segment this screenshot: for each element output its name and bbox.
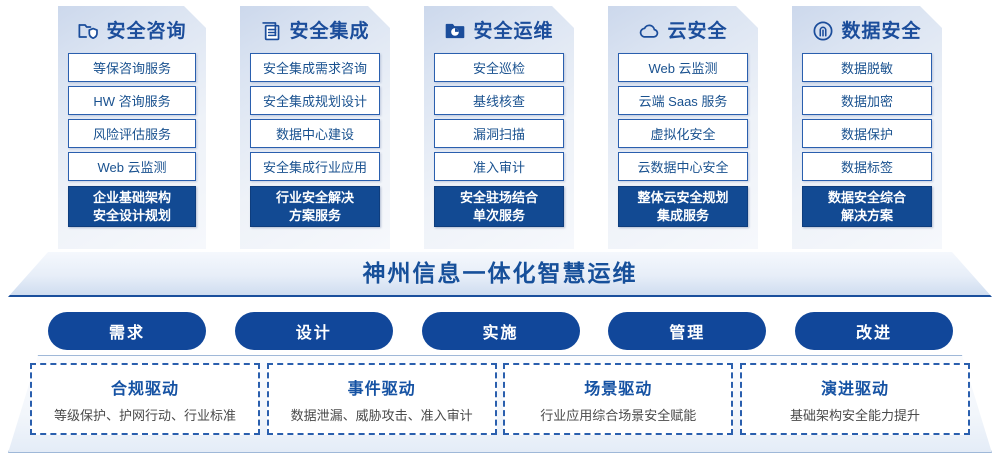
- column-header: 安全运维: [434, 6, 564, 50]
- column-item-list: 安全巡检基线核查漏洞扫描准入审计安全驻场结合单次服务: [434, 53, 564, 227]
- platform-banner-label: 神州信息一体化智慧运维: [362, 260, 638, 286]
- driver-card[interactable]: 合规驱动等级保护、护网行动、行业标准: [30, 363, 260, 435]
- capability-column: 安全集成安全集成需求咨询安全集成规划设计数据中心建设安全集成行业应用行业安全解决…: [240, 6, 390, 249]
- capability-column: 云安全 Web 云监测云端 Saas 服务虚拟化安全云数据中心安全整体云安全规划集…: [608, 6, 758, 249]
- service-item[interactable]: 漏洞扫描: [434, 119, 564, 148]
- service-item[interactable]: 数据加密: [802, 86, 932, 115]
- stacked-documents-icon: [260, 20, 282, 42]
- column-title: 云安全: [667, 20, 728, 42]
- driver-subtitle: 行业应用综合场景安全赋能: [540, 407, 697, 423]
- driver-card[interactable]: 事件驱动数据泄漏、威胁攻击、准入审计: [266, 363, 497, 435]
- column-summary-line: 单次服务: [472, 207, 525, 223]
- driver-subtitle: 等级保护、护网行动、行业标准: [53, 407, 236, 423]
- driver-title: 事件驱动: [347, 380, 416, 398]
- column-title: 安全集成: [289, 20, 370, 42]
- lifecycle-pill[interactable]: 需求: [48, 312, 206, 350]
- service-item[interactable]: HW 咨询服务: [68, 86, 196, 115]
- folder-shield-icon: [77, 20, 99, 42]
- driver-title: 合规驱动: [110, 380, 179, 398]
- driver-subtitle: 数据泄漏、威胁攻击、准入审计: [290, 407, 473, 423]
- column-summary-line: 安全设计规划: [92, 207, 171, 223]
- service-item[interactable]: 虚拟化安全: [618, 119, 748, 148]
- column-item-list: Web 云监测云端 Saas 服务虚拟化安全云数据中心安全整体云安全规划集成服务: [618, 53, 748, 227]
- service-item[interactable]: 风险评估服务: [68, 119, 196, 148]
- capability-column: 安全运维安全巡检基线核查漏洞扫描准入审计安全驻场结合单次服务: [424, 6, 574, 249]
- service-item[interactable]: 安全集成需求咨询: [250, 53, 380, 82]
- column-header: 云安全: [618, 6, 748, 50]
- service-item[interactable]: Web 云监测: [68, 152, 196, 181]
- service-item[interactable]: 数据保护: [802, 119, 932, 148]
- service-item[interactable]: 云端 Saas 服务: [618, 86, 748, 115]
- service-item[interactable]: 安全巡检: [434, 53, 564, 82]
- column-summary-line: 集成服务: [656, 207, 709, 223]
- column-summary-box[interactable]: 数据安全综合解决方案: [802, 186, 932, 227]
- lifecycle-pill[interactable]: 设计: [234, 312, 393, 350]
- cloud-icon: [638, 20, 660, 42]
- column-summary-box[interactable]: 安全驻场结合单次服务: [434, 186, 564, 227]
- service-item[interactable]: 安全集成行业应用: [250, 152, 380, 181]
- service-item[interactable]: 数据标签: [802, 152, 932, 181]
- driver-title: 演进驱动: [820, 380, 889, 398]
- driver-card[interactable]: 演进驱动基础架构安全能力提升: [739, 363, 970, 435]
- driver-card[interactable]: 场景驱动行业应用综合场景安全赋能: [503, 363, 734, 435]
- column-summary-line: 数据安全综合: [827, 189, 906, 205]
- column-summary-line: 方案服务: [288, 207, 341, 223]
- column-item-list: 数据脱敏数据加密数据保护数据标签数据安全综合解决方案: [802, 53, 932, 227]
- column-header: 数据安全: [802, 6, 932, 50]
- service-item[interactable]: 等保咨询服务: [68, 53, 196, 82]
- service-item[interactable]: 基线核查: [434, 86, 564, 115]
- column-summary-line: 行业安全解决: [275, 189, 354, 205]
- column-summary-line: 安全驻场结合: [459, 189, 538, 205]
- column-summary-line: 解决方案: [840, 207, 893, 223]
- column-summary-line: 企业基础架构: [92, 189, 171, 205]
- service-item[interactable]: Web 云监测: [618, 53, 748, 82]
- lifecycle-pill[interactable]: 改进: [795, 312, 953, 350]
- service-item[interactable]: 安全集成规划设计: [250, 86, 380, 115]
- column-summary-box[interactable]: 行业安全解决方案服务: [250, 186, 380, 227]
- capability-column: 安全咨询等保咨询服务 HW 咨询服务风险评估服务 Web 云监测企业基础架构安全设计…: [58, 6, 206, 249]
- column-item-list: 等保咨询服务 HW 咨询服务风险评估服务 Web 云监测企业基础架构安全设计规划: [68, 53, 196, 227]
- driver-subtitle: 基础架构安全能力提升: [789, 407, 920, 423]
- capability-columns: 安全咨询等保咨询服务 HW 咨询服务风险评估服务 Web 云监测企业基础架构安全设计…: [0, 0, 1000, 252]
- column-summary-box[interactable]: 整体云安全规划集成服务: [618, 186, 748, 227]
- column-title: 数据安全: [841, 20, 922, 42]
- column-title: 安全运维: [473, 20, 554, 42]
- lifecycle-pill[interactable]: 实施: [421, 312, 580, 350]
- service-item[interactable]: 数据中心建设: [250, 119, 380, 148]
- drivers-row: 合规驱动等级保护、护网行动、行业标准事件驱动数据泄漏、威胁攻击、准入审计场景驱动…: [8, 357, 992, 451]
- driver-title: 场景驱动: [584, 380, 653, 398]
- column-header: 安全集成: [250, 6, 380, 50]
- lifecycle-pill[interactable]: 管理: [608, 312, 767, 350]
- column-summary-box[interactable]: 企业基础架构安全设计规划: [68, 186, 196, 227]
- capability-column: 数据安全数据脱敏数据加密数据保护数据标签数据安全综合解决方案: [792, 6, 942, 249]
- folder-chart-icon: [444, 20, 466, 42]
- service-item[interactable]: 准入审计: [434, 152, 564, 181]
- column-header: 安全咨询: [68, 6, 196, 50]
- platform-banner: 神州信息一体化智慧运维: [8, 252, 992, 297]
- column-title: 安全咨询: [106, 20, 187, 42]
- service-item[interactable]: 数据脱敏: [802, 53, 932, 82]
- column-item-list: 安全集成需求咨询安全集成规划设计数据中心建设安全集成行业应用行业安全解决方案服务: [250, 53, 380, 227]
- fingerprint-icon: [812, 20, 834, 42]
- lifecycle-pill-row: 需求设计实施管理改进: [48, 312, 953, 350]
- column-summary-line: 整体云安全规划: [637, 189, 729, 205]
- service-item[interactable]: 云数据中心安全: [618, 152, 748, 181]
